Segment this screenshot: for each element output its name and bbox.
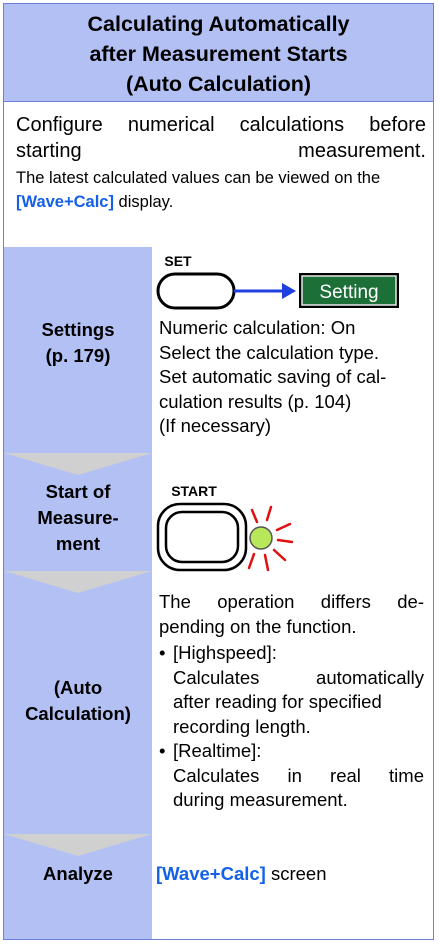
- flow-column: Settings (p. 179) Start of Measure- ment…: [4, 247, 152, 939]
- step-start-label: Start of Measure- ment: [4, 479, 152, 557]
- arrow-right-icon: [282, 283, 296, 299]
- highspeed-title: [Highspeed]:: [173, 642, 277, 663]
- start-key-label: START: [171, 483, 217, 499]
- auto-calculation-panel: Calculating Automatically after Measurem…: [3, 3, 434, 940]
- settings-line-1: Numeric calculation: On: [159, 317, 356, 338]
- settings-label-line-2: (p. 179): [45, 345, 111, 366]
- step-settings-label: Settings (p. 179): [4, 317, 152, 369]
- settings-label-line-1: Settings: [41, 319, 115, 340]
- title-line-1: Calculating Automatically: [87, 12, 350, 36]
- highspeed-bullet: • [Highspeed]:: [159, 641, 424, 666]
- intro-note-post: display.: [113, 193, 174, 211]
- title-line-3: (Auto Calculation): [125, 72, 312, 96]
- highspeed-line-1: Calculates automatically: [173, 666, 424, 688]
- start-label-line-1: Start of: [45, 481, 111, 502]
- realtime-bullet: • [Realtime]:: [159, 739, 424, 764]
- flow-arrow-3: [4, 834, 152, 856]
- led-rays-icon: [247, 505, 294, 572]
- page-title: Calculating Automatically after Measurem…: [4, 4, 433, 102]
- led-indicator-icon: [249, 526, 273, 550]
- auto-intro-line-1: The operation differs de-: [159, 591, 424, 612]
- bullet-2: •: [159, 740, 166, 761]
- intro-text: Configure numerical calculations before …: [16, 112, 426, 214]
- intro-lead: Configure numerical calculations before …: [16, 114, 426, 162]
- title-line-2: after Measurement Starts: [89, 42, 348, 66]
- auto-intro-line-2: pending on the function.: [159, 615, 357, 637]
- realtime-line-2: during measurement.: [173, 789, 348, 810]
- analyze-description: [Wave+Calc] screen: [156, 862, 426, 887]
- auto-description: The operation differs de- pending on the…: [159, 590, 424, 813]
- flow-arrow-2: [4, 571, 152, 593]
- wave-calc-screen-link[interactable]: [Wave+Calc]: [156, 863, 266, 884]
- realtime-title: [Realtime]:: [173, 740, 262, 761]
- set-key-label: SET: [164, 253, 192, 269]
- set-key-icon[interactable]: [156, 272, 236, 310]
- realtime-line-1: Calculates in real time: [173, 764, 424, 786]
- highspeed-line-2: after reading for specified: [173, 691, 382, 712]
- settings-line-3a: Set automatic saving of cal-: [159, 366, 387, 387]
- intro-note: The latest calculated values can be view…: [16, 166, 426, 214]
- start-label-line-3: ment: [55, 533, 101, 554]
- highspeed-line-3: recording length.: [173, 715, 311, 737]
- flow-arrow-1: [4, 453, 152, 475]
- analyze-suffix: screen: [265, 863, 327, 884]
- start-label-line-2: Measure-: [37, 507, 119, 528]
- set-key-diagram: SET Setting: [156, 253, 399, 310]
- settings-line-3b: culation results (p. 104): [159, 390, 352, 412]
- start-key-diagram: START: [156, 483, 294, 572]
- step-analyze-label: Analyze: [43, 863, 113, 884]
- bullet-1: •: [159, 642, 166, 663]
- setting-screen-label: Setting: [319, 282, 378, 303]
- auto-label-line-2: Calculation): [25, 703, 131, 724]
- settings-line-2: Select the calculation type.: [159, 341, 380, 363]
- settings-description: Numeric calculation: On Select the calcu…: [159, 316, 429, 439]
- settings-line-4: (If necessary): [159, 415, 272, 436]
- intro-note-pre: The latest calculated values can be view…: [16, 169, 381, 187]
- step-auto-label: (Auto Calculation): [4, 675, 152, 727]
- auto-label-line-1: (Auto: [53, 677, 103, 698]
- wave-calc-link[interactable]: [Wave+Calc]: [16, 193, 114, 211]
